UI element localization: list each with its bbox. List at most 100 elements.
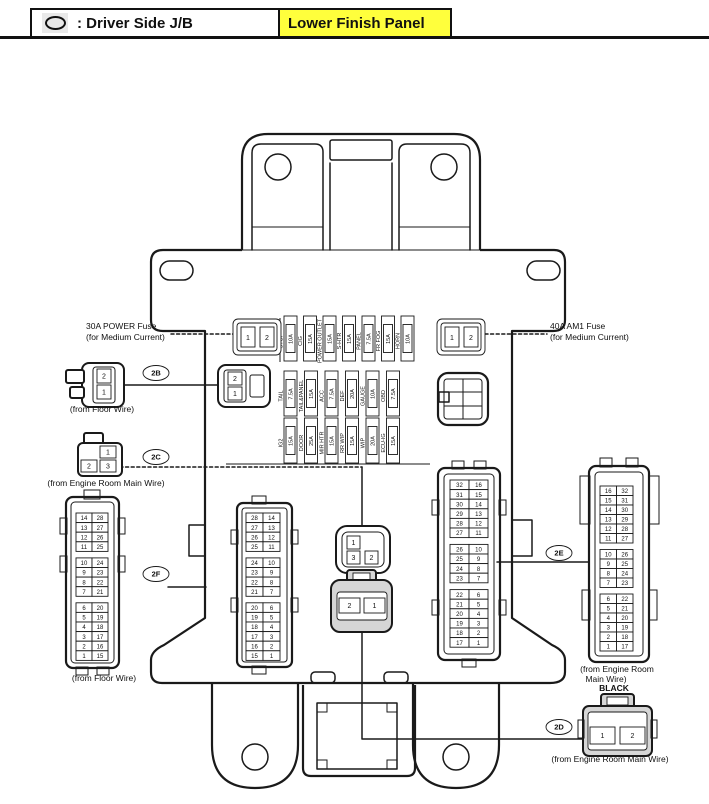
pin-number: 25 bbox=[456, 557, 463, 563]
oval-tag-label: 2C bbox=[151, 453, 161, 462]
pin-number: 4 bbox=[477, 612, 481, 618]
callout-labels: 30A POWER Fuse (for Medium Current) 40A … bbox=[47, 321, 668, 764]
fuse-body bbox=[306, 426, 316, 455]
pin-number: 1 bbox=[82, 654, 86, 660]
fuse-body bbox=[305, 324, 315, 353]
pin-number: 18 bbox=[251, 625, 258, 631]
pin-number: 11 bbox=[268, 545, 275, 551]
mount-slot bbox=[159, 260, 194, 281]
fuse-amp: 15A bbox=[328, 334, 334, 344]
pin-number: 30 bbox=[456, 502, 463, 508]
pin-number: 9 bbox=[477, 557, 481, 563]
pin-number: 16 bbox=[475, 483, 482, 489]
pin-number: 26 bbox=[621, 553, 628, 559]
pin-number: 18 bbox=[456, 631, 463, 637]
fuse-name: STOP bbox=[279, 333, 285, 348]
socket-pin-cell bbox=[259, 326, 275, 348]
pin-cell bbox=[99, 445, 117, 459]
pin-number: 9 bbox=[270, 571, 274, 577]
fuse-body bbox=[388, 379, 398, 408]
fuse-amp: 15A bbox=[308, 334, 314, 344]
pin-number: 14 bbox=[81, 516, 88, 522]
pin-number: 5 bbox=[82, 616, 86, 622]
leader-lines bbox=[119, 333, 590, 740]
pin-number: 9 bbox=[82, 571, 86, 577]
pin-number: 19 bbox=[97, 616, 104, 622]
pin-number: 28 bbox=[621, 527, 628, 533]
oval-tag-2C: 2C bbox=[142, 449, 170, 465]
pin-cell bbox=[262, 586, 281, 597]
pin-number: 4 bbox=[82, 625, 86, 631]
fuse-name: CIG bbox=[298, 336, 304, 346]
pin-number: 1 bbox=[270, 654, 274, 660]
pin-number: 11 bbox=[475, 531, 482, 537]
pin-number: 15 bbox=[251, 654, 258, 660]
fuse-amp: 10A bbox=[371, 389, 377, 399]
black-color-label: BLACK bbox=[599, 683, 630, 693]
pin-number: 28 bbox=[456, 522, 463, 528]
connector-center-upper bbox=[335, 525, 391, 574]
from-engine-room-2e-label-line1: (from Engine Room bbox=[580, 664, 654, 674]
jb-body bbox=[149, 248, 567, 790]
pin-number: 7 bbox=[270, 590, 274, 596]
bolt-hole bbox=[264, 153, 292, 181]
fuse-body bbox=[306, 379, 316, 408]
fuse-body bbox=[388, 426, 398, 455]
from-floor-wire-2f-label: (from Floor Wire) bbox=[72, 673, 136, 683]
pin-number: 29 bbox=[621, 518, 628, 524]
fuse-name: POWER OUTLET bbox=[318, 318, 324, 363]
pin-number: 21 bbox=[456, 602, 463, 608]
oval-tag-label: 2D bbox=[554, 723, 564, 732]
oval-tag-label: 2E bbox=[554, 549, 563, 558]
socket-pin-number: 2 bbox=[265, 335, 269, 342]
pin-cell bbox=[227, 386, 243, 401]
pin-number: 1 bbox=[352, 540, 356, 547]
pin-number: 15 bbox=[475, 493, 482, 499]
connector-2b-socket bbox=[217, 364, 271, 408]
pin-number: 30 bbox=[621, 508, 628, 514]
pin-number: 26 bbox=[251, 535, 258, 541]
fuse-name: TAIL bbox=[279, 390, 285, 401]
pin-number: 1 bbox=[373, 603, 377, 610]
pin-number: 21 bbox=[621, 607, 628, 613]
pin-number: 16 bbox=[605, 489, 612, 495]
pin-number: 3 bbox=[270, 635, 274, 641]
pin-number: 20 bbox=[251, 606, 258, 612]
top-bracket bbox=[240, 132, 482, 251]
pin-number: 24 bbox=[456, 567, 463, 573]
socket-pin-cell bbox=[240, 326, 256, 348]
pin-number: 6 bbox=[477, 593, 481, 599]
pin-number: 7 bbox=[607, 581, 611, 587]
pin-number: 23 bbox=[456, 576, 463, 582]
fuse-body bbox=[285, 426, 296, 455]
pin-cell bbox=[589, 726, 616, 745]
pin-number: 8 bbox=[607, 572, 611, 578]
pin-number: 32 bbox=[621, 489, 628, 495]
pin-cell bbox=[616, 641, 634, 652]
pin-number: 13 bbox=[268, 526, 275, 532]
fuse-amp: 7.5A bbox=[330, 388, 336, 400]
divider-rule bbox=[0, 36, 709, 39]
pin-number: 23 bbox=[97, 571, 104, 577]
pin-number: 13 bbox=[605, 518, 612, 524]
legend-title: : Driver Side J/B bbox=[77, 14, 193, 32]
pin-number: 2 bbox=[233, 376, 237, 383]
connector-2b-plug bbox=[65, 362, 125, 408]
fuse-amp: 15A bbox=[330, 436, 336, 446]
pin-number: 18 bbox=[97, 625, 104, 631]
fuse-name: FR FOG bbox=[376, 331, 382, 352]
pin-number: 1 bbox=[233, 391, 237, 398]
pin-number: 27 bbox=[251, 526, 258, 532]
pin-number: 4 bbox=[270, 625, 274, 631]
fuse-body bbox=[347, 379, 357, 408]
oval-connector-symbol-icon bbox=[42, 13, 68, 33]
